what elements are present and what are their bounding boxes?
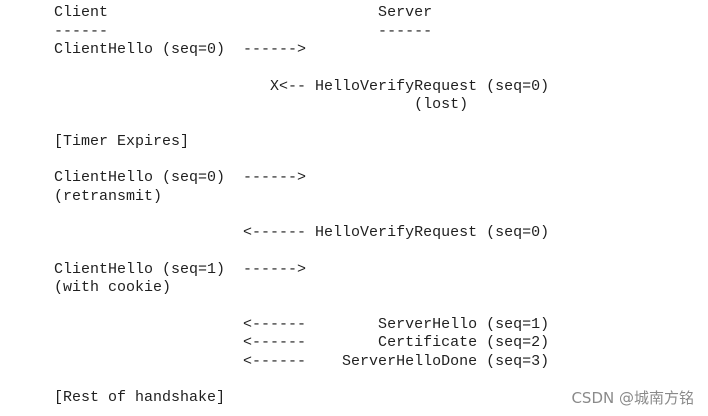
message-helloverify-lost: X<-- HelloVerifyRequest (seq=0) <box>0 78 550 95</box>
note-retransmit: (retransmit) <box>0 188 163 205</box>
message-certificate: <------ Certificate (seq=2) <box>0 334 550 351</box>
blank-line <box>0 243 708 261</box>
message-serverhello: <------ ServerHello (seq=1) <box>0 316 550 333</box>
event-rest-of-handshake: [Rest of handshake] <box>0 389 226 406</box>
blank-line <box>0 371 708 389</box>
note-lost: (lost) <box>0 96 469 113</box>
header-underline: ------ ------ <box>0 23 433 40</box>
event-timer-expires: [Timer Expires] <box>0 133 190 150</box>
note-with-cookie: (with cookie) <box>0 279 172 296</box>
header-labels: Client Server <box>0 4 433 21</box>
message-helloverify-seq0: <------ HelloVerifyRequest (seq=0) <box>0 224 550 241</box>
blank-line <box>0 206 708 224</box>
message-clienthello-seq0: ClientHello (seq=0) ------> <box>0 41 307 58</box>
blank-line <box>0 151 708 169</box>
message-clienthello-seq1: ClientHello (seq=1) ------> <box>0 261 307 278</box>
message-serverhellodone: <------ ServerHelloDone (seq=3) <box>0 353 550 370</box>
message-clienthello-retransmit: ClientHello (seq=0) ------> <box>0 169 307 186</box>
blank-line <box>0 59 708 77</box>
watermark: CSDN @城南方铭 <box>571 389 694 407</box>
blank-line <box>0 114 708 132</box>
